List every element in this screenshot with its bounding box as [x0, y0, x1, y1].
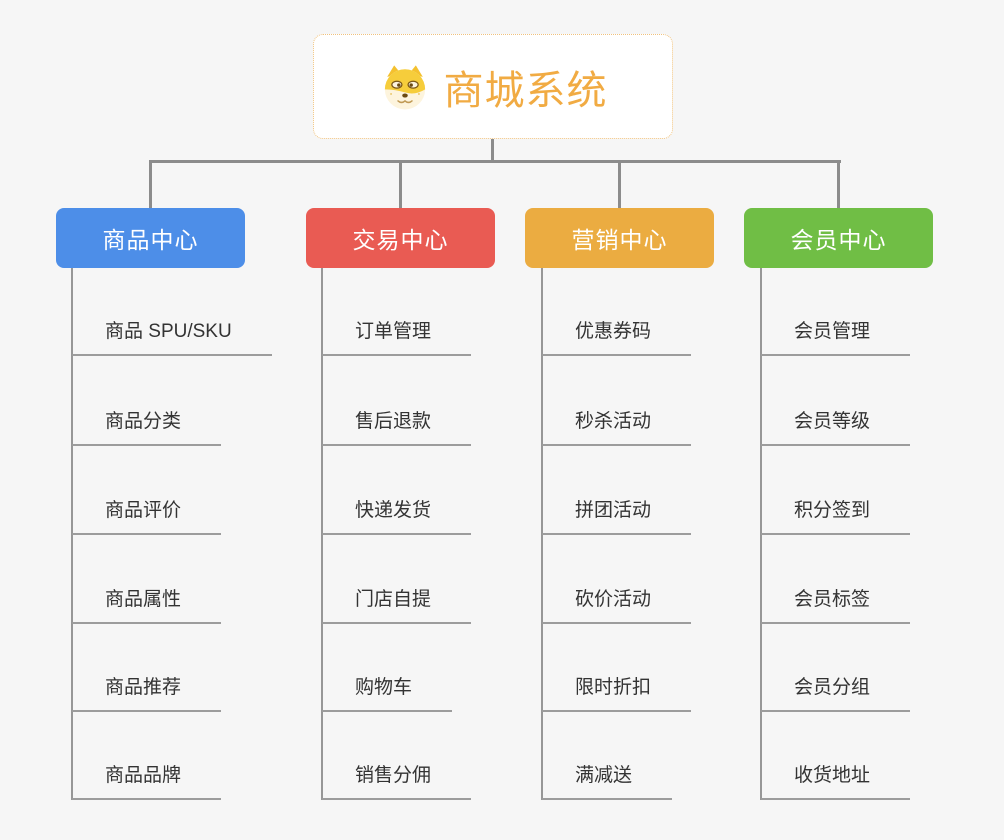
- leaf-item[interactable]: 拼团活动: [542, 498, 692, 535]
- leaf-item[interactable]: 秒杀活动: [542, 409, 692, 446]
- leaf-item[interactable]: 优惠券码: [542, 319, 692, 356]
- leaf-item[interactable]: 会员标签: [761, 587, 911, 624]
- leaf-item[interactable]: 商品属性: [72, 587, 222, 624]
- connector-drop-product: [149, 162, 152, 208]
- connector-root-vertical: [491, 139, 494, 161]
- doge-icon: [384, 64, 425, 109]
- branch-member-center[interactable]: 会员中心: [744, 208, 933, 268]
- branch-marketing-center[interactable]: 营销中心: [525, 208, 714, 268]
- connector-drop-marketing: [618, 162, 621, 208]
- branch-trade-center[interactable]: 交易中心: [306, 208, 495, 268]
- leaf-item[interactable]: 商品品牌: [72, 763, 222, 800]
- leaf-item[interactable]: 商品 SPU/SKU: [72, 319, 272, 356]
- leaf-item[interactable]: 购物车: [322, 675, 453, 712]
- leaf-item[interactable]: 商品推荐: [72, 675, 222, 712]
- leaf-item[interactable]: 会员管理: [761, 319, 911, 356]
- root-node-mall-system[interactable]: 商城系统: [313, 34, 673, 139]
- leaf-item[interactable]: 门店自提: [322, 587, 472, 624]
- connector-drop-trade: [399, 162, 402, 208]
- leaf-item[interactable]: 商品分类: [72, 409, 222, 446]
- leaf-item[interactable]: 限时折扣: [542, 675, 692, 712]
- leaf-item[interactable]: 商品评价: [72, 498, 222, 535]
- leaf-item[interactable]: 销售分佣: [322, 763, 472, 800]
- connector-drop-member: [837, 162, 840, 208]
- branch-product-center[interactable]: 商品中心: [56, 208, 245, 268]
- leaf-item[interactable]: 会员分组: [761, 675, 911, 712]
- leaf-item[interactable]: 会员等级: [761, 409, 911, 446]
- leaf-item[interactable]: 订单管理: [322, 319, 472, 356]
- leaf-item[interactable]: 积分签到: [761, 498, 911, 535]
- connector-horizontal-bus: [149, 160, 841, 163]
- leaf-item[interactable]: 砍价活动: [542, 587, 692, 624]
- leaf-item[interactable]: 满减送: [542, 763, 673, 800]
- leaf-item[interactable]: 售后退款: [322, 409, 472, 446]
- root-title: 商城系统: [443, 68, 608, 113]
- leaf-item[interactable]: 快递发货: [322, 498, 472, 535]
- leaf-item[interactable]: 收货地址: [761, 763, 911, 800]
